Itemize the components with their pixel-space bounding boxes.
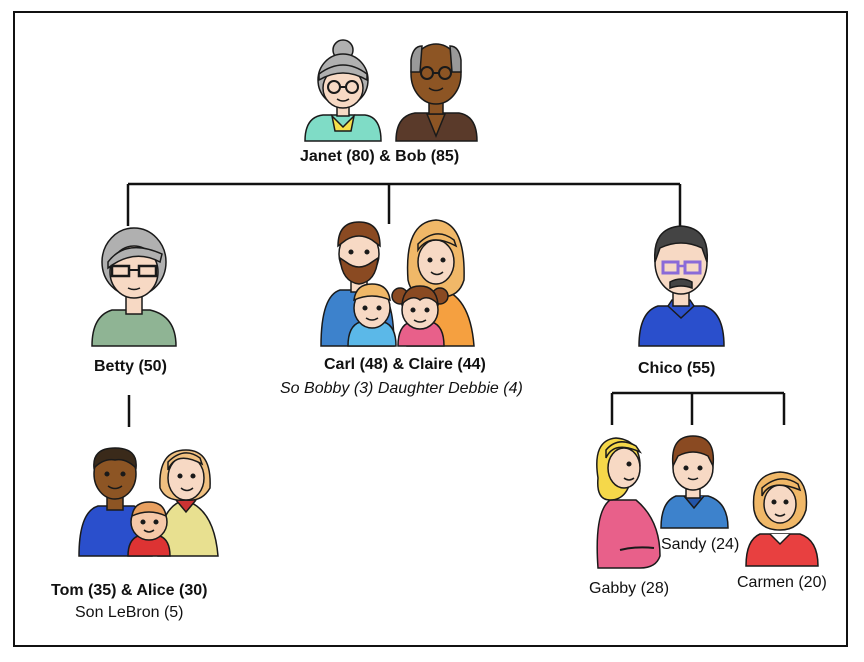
gabby-illustration: [596, 437, 661, 569]
tom-alice-label: Tom (35) & Alice (30): [51, 582, 208, 599]
grandparents-label: Janet (80) & Bob (85): [300, 148, 460, 165]
tom-alice-family-illustration: [78, 447, 219, 557]
chico-illustration: [638, 225, 725, 347]
grandpa-illustration: [395, 43, 478, 142]
carl-claire-label: Carl (48) & Claire (44): [324, 356, 486, 373]
grandma-illustration: [304, 39, 382, 142]
connectors: [126, 182, 786, 427]
carmen-label: Carmen (20): [737, 574, 827, 591]
carl-claire-family-illustration: [320, 219, 475, 347]
carl-claire-children-note: So Bobby (3) Daughter Debbie (4): [280, 380, 523, 397]
betty-illustration: [91, 227, 177, 347]
gabby-label: Gabby (28): [589, 580, 670, 597]
diagram-frame: [13, 11, 848, 647]
chico-label: Chico (55): [638, 360, 716, 377]
tom-alice-son-note: Son LeBron (5): [75, 604, 184, 621]
carmen-illustration: [745, 471, 819, 567]
betty-label: Betty (50): [94, 358, 167, 375]
sandy-illustration: [660, 435, 729, 529]
sandy-label: Sandy (24): [661, 536, 740, 553]
